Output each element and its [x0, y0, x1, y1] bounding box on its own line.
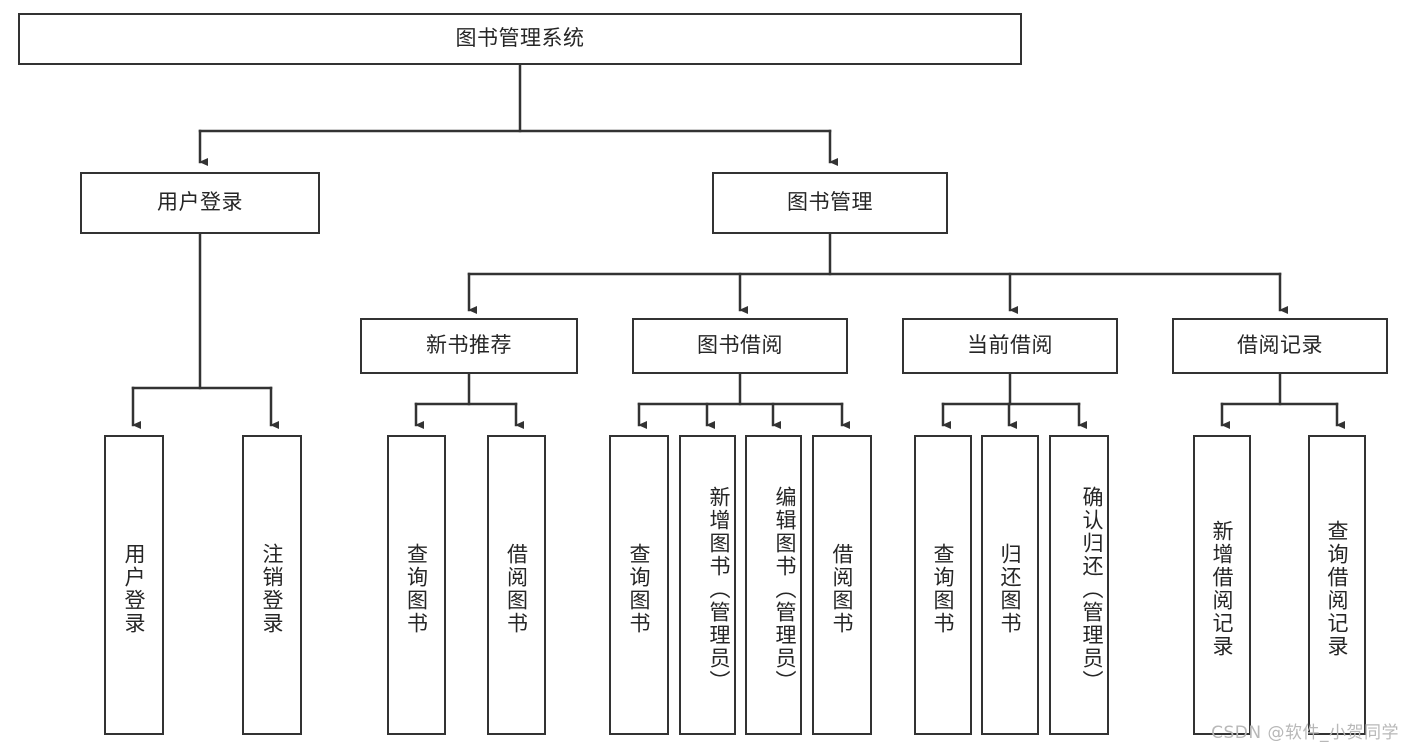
node-leaf-query-book-borrow[interactable]: 查询图书: [609, 435, 669, 735]
node-leaf-query-book-current[interactable]: 查询图书: [914, 435, 972, 735]
node-label: 确认归还（管理员）: [1080, 485, 1104, 693]
node-label: 编辑图书（管理员）: [773, 485, 797, 693]
node-borrow-record[interactable]: 借阅记录: [1172, 318, 1388, 374]
node-leaf-query-borrow-record[interactable]: 查询借阅记录: [1308, 435, 1366, 735]
node-label: 借阅图书: [504, 543, 529, 635]
node-label: 用户登录: [157, 190, 243, 215]
node-label: 图书借阅: [697, 333, 783, 358]
node-label: 借阅记录: [1237, 333, 1323, 358]
node-book-management[interactable]: 图书管理: [712, 172, 948, 234]
node-label: 新增图书（管理员）: [707, 485, 731, 693]
node-leaf-add-borrow-record[interactable]: 新增借阅记录: [1193, 435, 1251, 735]
node-label: 归还图书: [998, 543, 1022, 635]
node-label: 当前借阅: [967, 333, 1053, 358]
node-leaf-edit-book[interactable]: 编辑图书（管理员）: [745, 435, 802, 735]
node-user-login[interactable]: 用户登录: [80, 172, 320, 234]
node-label: 查询图书: [931, 543, 955, 635]
node-new-book-recommend[interactable]: 新书推荐: [360, 318, 578, 374]
node-leaf-query-book-recommend[interactable]: 查询图书: [387, 435, 446, 735]
node-label: 查询图书: [404, 543, 429, 635]
node-book-borrow[interactable]: 图书借阅: [632, 318, 848, 374]
node-label: 查询借阅记录: [1325, 520, 1349, 658]
node-root-book-management-system[interactable]: 图书管理系统: [18, 13, 1022, 65]
node-label: 新书推荐: [426, 333, 512, 358]
node-label: 图书管理系统: [455, 26, 585, 51]
node-label: 注销登录: [260, 543, 284, 635]
node-leaf-borrow-book[interactable]: 借阅图书: [812, 435, 872, 735]
node-current-borrow[interactable]: 当前借阅: [902, 318, 1118, 374]
node-leaf-confirm-return[interactable]: 确认归还（管理员）: [1049, 435, 1109, 735]
node-leaf-user-login[interactable]: 用户登录: [104, 435, 164, 735]
csdn-watermark: CSDN @软件_小贺同学: [1211, 723, 1399, 743]
node-label: 图书管理: [787, 190, 873, 215]
node-label: 新增借阅记录: [1210, 520, 1234, 658]
node-label: 查询图书: [627, 543, 651, 635]
node-leaf-return-book[interactable]: 归还图书: [981, 435, 1039, 735]
node-label: 用户登录: [122, 543, 146, 635]
node-leaf-borrow-book-recommend[interactable]: 借阅图书: [487, 435, 546, 735]
node-leaf-logout-login[interactable]: 注销登录: [242, 435, 302, 735]
node-leaf-add-book[interactable]: 新增图书（管理员）: [679, 435, 736, 735]
node-label: 借阅图书: [830, 543, 854, 635]
